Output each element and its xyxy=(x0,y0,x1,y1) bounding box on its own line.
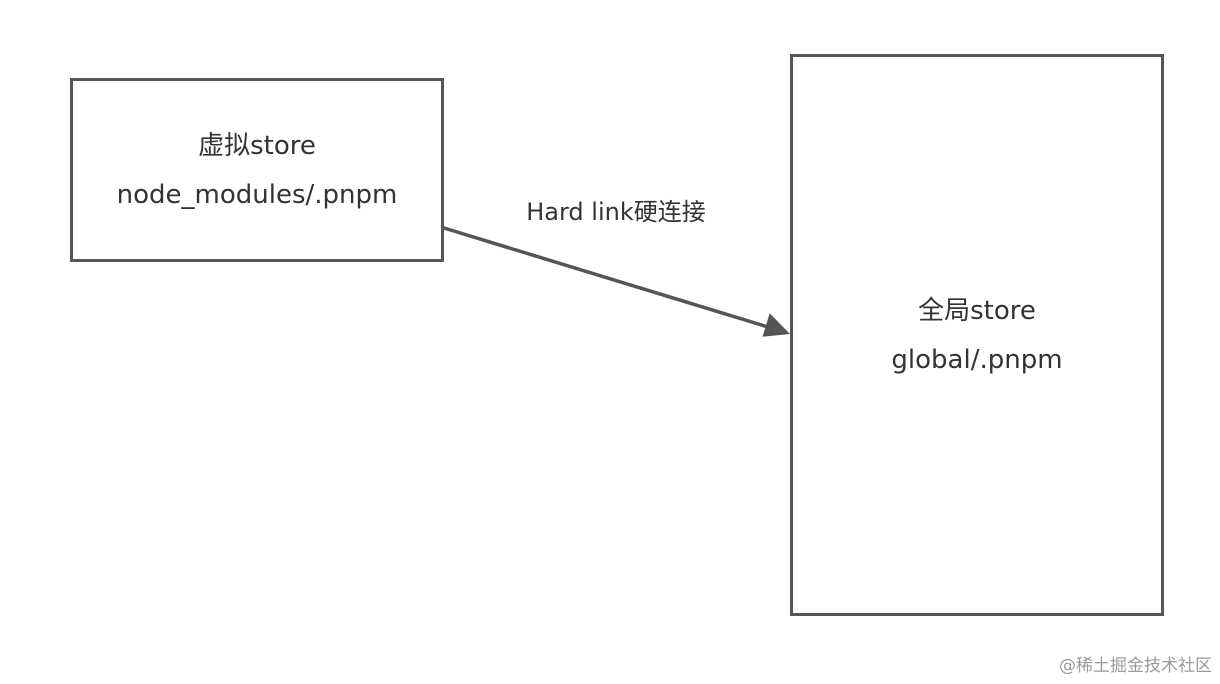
global-store-path: global/.pnpm xyxy=(891,345,1063,375)
global-store-title: 全局store xyxy=(918,296,1036,326)
hard-link-label: Hard link硬连接 xyxy=(526,198,706,226)
virtual-store-node: 虚拟store node_modules/.pnpm xyxy=(70,78,444,262)
hard-link-arrow-line xyxy=(442,226,770,329)
virtual-store-title: 虚拟store xyxy=(198,131,316,161)
virtual-store-path: node_modules/.pnpm xyxy=(116,180,398,210)
global-store-node: 全局store global/.pnpm xyxy=(790,54,1164,616)
arrowhead-icon xyxy=(762,313,790,337)
watermark: @稀土掘金技术社区 xyxy=(1059,656,1212,676)
